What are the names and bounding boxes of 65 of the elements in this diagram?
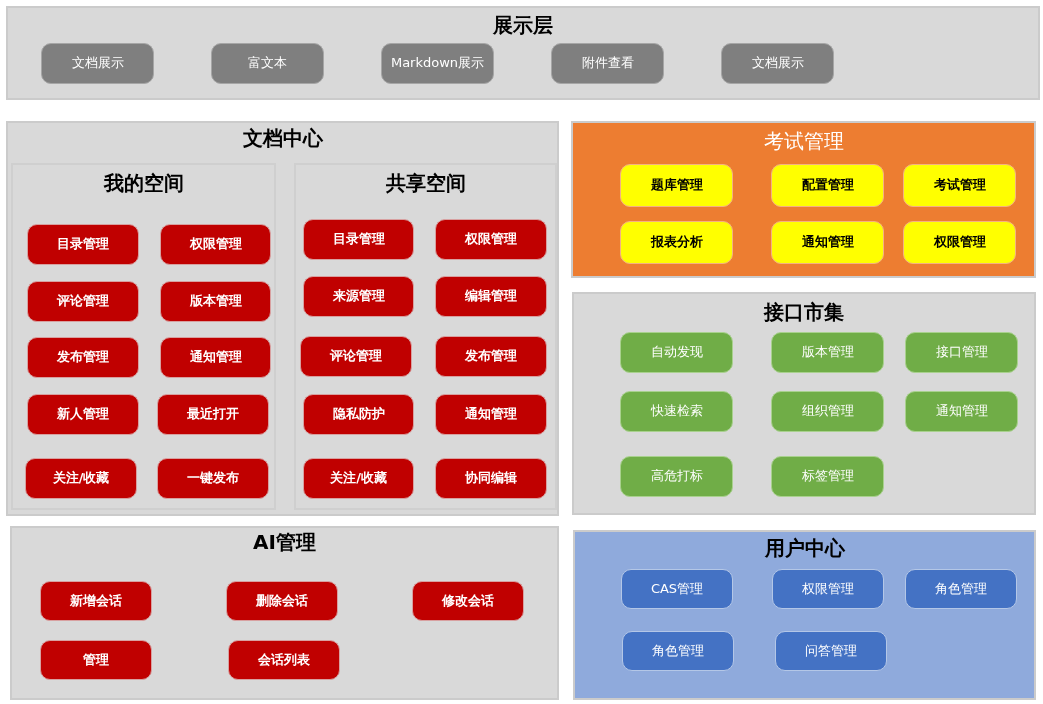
panel-title: 展示层: [493, 13, 553, 37]
module-pill: 通知管理: [435, 394, 547, 435]
panel-title: 考试管理: [763, 129, 844, 153]
layer-panel: [6, 6, 1040, 100]
module-pill: 题库管理: [620, 164, 733, 207]
module-pill: 关注/收藏: [25, 458, 137, 499]
module-pill: 协同编辑: [435, 458, 547, 499]
panel-title: 文档中心: [242, 126, 323, 150]
panel-title: 接口市集: [764, 300, 844, 324]
module-pill: CAS管理: [621, 569, 733, 609]
panel-title: 用户中心: [764, 536, 845, 560]
module-pill: 修改会话: [412, 581, 524, 621]
module-pill: 评论管理: [300, 336, 412, 377]
module-pill: 删除会话: [226, 581, 338, 621]
module-pill: 最近打开: [157, 394, 269, 435]
module-pill: 新增会话: [40, 581, 152, 621]
module-pill: 新人管理: [27, 394, 139, 435]
module-pill: 编辑管理: [435, 276, 547, 317]
panel-title: AI管理: [253, 530, 316, 554]
layer-panel: [6, 121, 559, 516]
module-pill: 文档展示: [721, 43, 834, 84]
module-pill: 高危打标: [620, 456, 733, 497]
space-panel: [11, 163, 276, 510]
module-pill: 发布管理: [27, 337, 139, 378]
layer-panel: [572, 292, 1036, 515]
module-pill: 会话列表: [228, 640, 340, 680]
module-pill: 富文本: [211, 43, 324, 84]
module-pill: 管理: [40, 640, 152, 680]
module-pill: 通知管理: [771, 221, 884, 264]
module-pill: 接口管理: [905, 332, 1018, 373]
module-pill: 关注/收藏: [303, 458, 414, 499]
module-pill: 隐私防护: [303, 394, 414, 435]
layer-panel: [571, 121, 1036, 278]
module-pill: 权限管理: [772, 569, 884, 609]
module-pill: 目录管理: [27, 224, 139, 265]
module-pill: 快速检索: [620, 391, 733, 432]
module-pill: 来源管理: [303, 276, 414, 317]
space-panel: [294, 163, 557, 510]
module-pill: 版本管理: [771, 332, 884, 373]
module-pill: 配置管理: [771, 164, 884, 207]
module-pill: 标签管理: [771, 456, 884, 497]
panel-title: 我的空间: [103, 171, 184, 195]
module-pill: 报表分析: [620, 221, 733, 264]
module-pill: 组织管理: [771, 391, 884, 432]
module-pill: 角色管理: [905, 569, 1017, 609]
module-pill: 发布管理: [435, 336, 547, 377]
module-pill: 评论管理: [27, 281, 139, 322]
module-pill: 通知管理: [160, 337, 271, 378]
module-pill: 考试管理: [903, 164, 1016, 207]
module-pill: 问答管理: [775, 631, 887, 671]
module-pill: 版本管理: [160, 281, 271, 322]
module-pill: 权限管理: [435, 219, 547, 260]
module-pill: 权限管理: [160, 224, 271, 265]
layer-panel: [573, 530, 1036, 700]
module-pill: 目录管理: [303, 219, 414, 260]
module-pill: Markdown展示: [381, 43, 494, 84]
module-pill: 附件查看: [551, 43, 664, 84]
panel-title: 共享空间: [385, 171, 466, 195]
layer-panel: [10, 526, 559, 700]
module-pill: 自动发现: [620, 332, 733, 373]
module-pill: 角色管理: [622, 631, 734, 671]
module-pill: 通知管理: [905, 391, 1018, 432]
module-pill: 文档展示: [41, 43, 154, 84]
module-pill: 一键发布: [157, 458, 269, 499]
module-pill: 权限管理: [903, 221, 1016, 264]
